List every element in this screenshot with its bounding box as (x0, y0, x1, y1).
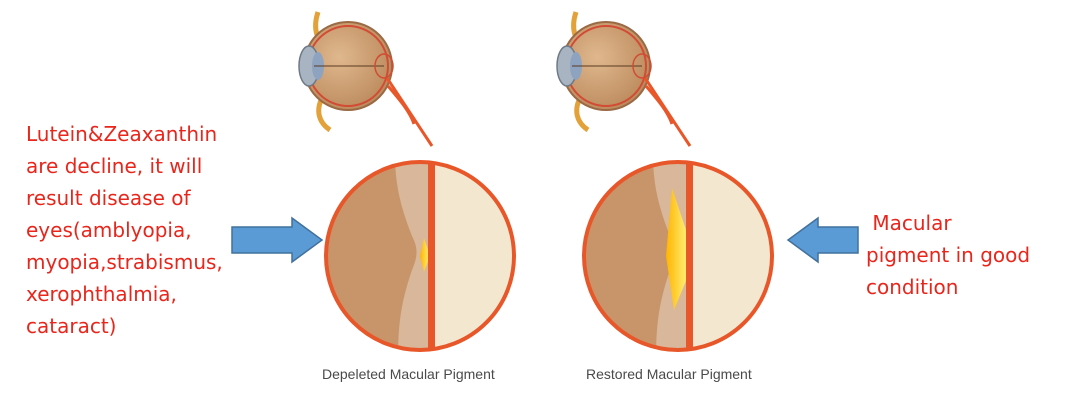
good-condition-note: Macular pigment in good condition (866, 207, 1066, 303)
arrow-left-icon (786, 216, 859, 264)
zoom-line-left (385, 77, 434, 147)
zoom-line-right (643, 77, 692, 147)
caption-depleted: Depeleted Macular Pigment (322, 366, 495, 382)
note-line: are decline, it will (26, 154, 203, 178)
arrow-right-icon (231, 216, 324, 264)
note-line: condition (866, 275, 959, 299)
note-line: Lutein&Zeaxanthin (26, 122, 218, 146)
closeup-border-right (582, 160, 774, 352)
eye-icon-right (556, 11, 674, 133)
caption-restored: Restored Macular Pigment (586, 366, 752, 382)
depletion-note: Lutein&Zeaxanthin are decline, it will r… (26, 118, 266, 342)
note-line: myopia,strabismus, (26, 250, 223, 274)
closeup-border-left (324, 160, 516, 352)
note-line: eyes(amblyopia, (26, 218, 192, 242)
eye-icon-left (298, 11, 416, 133)
note-line: xerophthalmia, (26, 282, 177, 306)
retina-closeup-restored (584, 162, 772, 350)
note-line: cataract) (26, 314, 117, 338)
note-line: Macular (866, 211, 952, 235)
note-line: result disease of (26, 186, 191, 210)
note-line: pigment in good (866, 243, 1031, 267)
